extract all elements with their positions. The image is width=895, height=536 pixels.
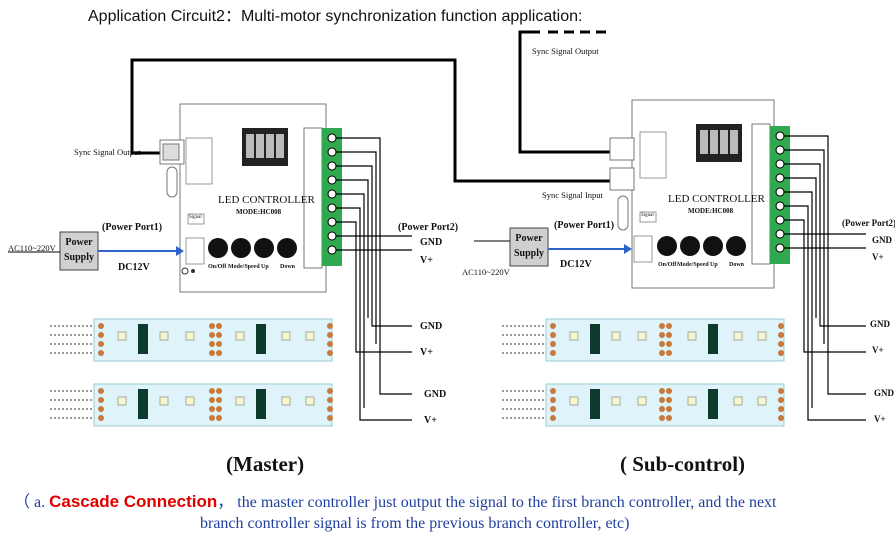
master-strip1-vplus: V+ — [420, 347, 433, 358]
master-caption: (Master) — [226, 452, 305, 476]
master-led-controller-label: LED CONTROLLER — [218, 194, 315, 206]
sub-button-onoff: On/Off — [658, 262, 677, 268]
master-dc-label: DC12V — [118, 262, 150, 273]
master-controller — [159, 103, 342, 293]
caption-line2: branch controller signal is from the pre… — [200, 515, 630, 532]
sub-ac-label: AC110~220V — [462, 267, 510, 277]
sub-gnd-label: GND — [872, 235, 892, 245]
master-strip-2 — [50, 383, 333, 427]
caption-line1: （ a. Cascade Connection， the master cont… — [14, 488, 777, 512]
sub-strip2-vplus: V+ — [874, 414, 886, 424]
sub-vplus-label: V+ — [872, 252, 884, 262]
master-supply-label: Power Supply — [63, 237, 95, 263]
master-strip2-vplus: V+ — [424, 415, 437, 426]
sub-led-controller-label: LED CONTROLLER — [668, 193, 765, 205]
caption-highlight: Cascade Connection — [49, 492, 218, 511]
master-button-down: Down — [280, 264, 296, 270]
sub-strip1-gnd: GND — [870, 319, 890, 329]
master-button-up: Up — [261, 264, 269, 270]
sub-strip2-gnd: GND — [874, 388, 894, 398]
master-power-port2-label: (Power Port2) — [398, 222, 459, 233]
caption-comma: ， — [217, 494, 234, 511]
sub-output-wires — [784, 135, 866, 421]
sub-button-down: Down — [729, 262, 745, 268]
master-sync-output-label: Sync Signal Output — [74, 147, 141, 157]
master-button-onoff: On/Off — [208, 264, 227, 270]
sync-cable — [130, 30, 612, 183]
sub-strip-2 — [502, 383, 785, 427]
sub-power-supply — [474, 227, 632, 267]
caption-open: （ a. — [14, 494, 50, 511]
sub-signal-label: Signal — [641, 213, 654, 218]
master-mode-label: MODE:HC008 — [236, 208, 282, 216]
sub-supply-label: Power Supply — [513, 233, 545, 259]
sub-power-port1-label: (Power Port1) — [554, 220, 615, 231]
page-title: Application Circuit2：Multi-motor synchro… — [88, 8, 583, 25]
sub-controller — [609, 99, 790, 289]
sub-strip1-vplus: V+ — [872, 345, 884, 355]
master-output-wires — [336, 137, 412, 421]
sub-button-mode: Mode/Speed — [677, 262, 709, 268]
master-strip2-gnd: GND — [424, 389, 447, 400]
sub-button-up: Up — [710, 262, 718, 268]
master-ac-label: AC110~220V — [8, 243, 56, 253]
sub-dc-label: DC12V — [560, 259, 592, 270]
sub-caption: ( Sub-control) — [620, 452, 746, 476]
caption-text1: the master controller just output the si… — [233, 494, 777, 511]
sub-strip-1 — [502, 318, 785, 362]
master-gnd-label: GND — [420, 237, 443, 248]
sub-sync-output-label: Sync Signal Output — [532, 46, 599, 56]
master-strip1-gnd: GND — [420, 321, 443, 332]
master-power-supply — [8, 231, 184, 271]
sub-sync-input-label: Sync Signal Input — [542, 190, 603, 200]
master-button-mode: Mode/Speed — [228, 264, 260, 270]
master-power-port1-label: (Power Port1) — [102, 222, 163, 233]
master-vplus-label: V+ — [420, 255, 433, 266]
sub-mode-label: MODE:HC008 — [688, 207, 734, 215]
sub-power-port2-label: (Power Port2) — [842, 218, 895, 228]
master-signal-label: Signal — [189, 215, 202, 220]
master-strip-1 — [50, 318, 333, 362]
